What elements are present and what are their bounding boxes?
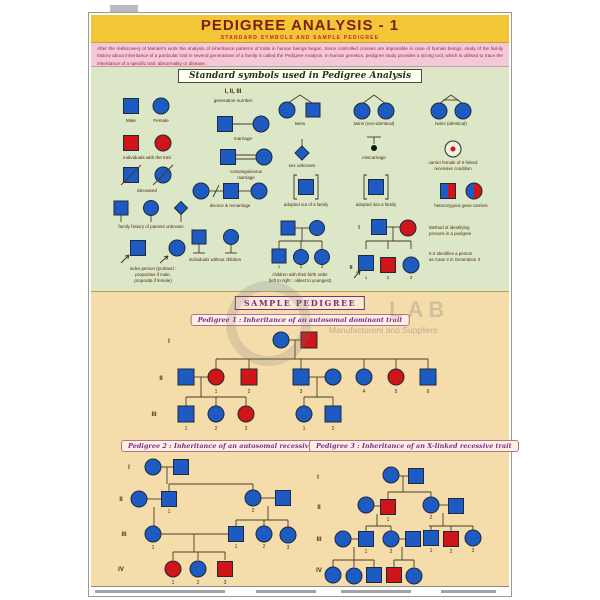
- svg-text:marriage: marriage: [237, 175, 255, 180]
- svg-text:3: 3: [300, 389, 303, 395]
- svg-text:5: 5: [395, 389, 398, 395]
- svg-text:I: I: [168, 339, 170, 345]
- svg-text:I, II, III: I, II, III: [225, 89, 242, 95]
- svg-text:3: 3: [410, 275, 413, 280]
- svg-text:recessive condition: recessive condition: [434, 166, 472, 171]
- watermark-ring: [226, 281, 311, 366]
- svg-text:1: 1: [387, 517, 390, 523]
- svg-text:I: I: [358, 225, 360, 231]
- svg-text:II: II: [159, 376, 163, 382]
- svg-text:II: II: [119, 497, 123, 503]
- svg-text:IV: IV: [316, 568, 322, 574]
- svg-text:II-2 identifies a person: II-2 identifies a person: [429, 251, 473, 256]
- footer-text-block: [256, 590, 316, 593]
- poster-subtitle: STANDARD SYMBOLS AND SAMPLE PEDIGREE: [220, 35, 380, 41]
- symbols-section-title: Standard symbols used in Pedigree Analys…: [177, 69, 423, 83]
- svg-text:1: 1: [215, 389, 218, 395]
- footer-text-block: [441, 590, 496, 593]
- svg-text:sex unknown: sex unknown: [289, 163, 316, 168]
- poster-title: PEDIGREE ANALYSIS - 1: [200, 17, 400, 34]
- svg-text:adopted out of a family: adopted out of a family: [284, 202, 329, 207]
- scan-artifact-tab: [110, 5, 138, 14]
- pedigree-analysis-poster: PEDIGREE ANALYSIS - 1 STANDARD SYMBOLS A…: [88, 12, 519, 597]
- svg-text:1: 1: [365, 549, 368, 555]
- svg-text:2: 2: [248, 389, 251, 395]
- svg-text:1: 1: [303, 426, 306, 432]
- footer-publisher-text: [95, 590, 225, 593]
- svg-text:proposita if female): proposita if female): [134, 278, 172, 283]
- svg-text:1: 1: [365, 275, 368, 280]
- poster-header: PEDIGREE ANALYSIS - 1 STANDARD SYMBOLS A…: [91, 15, 509, 43]
- svg-text:I: I: [317, 475, 319, 481]
- svg-text:Female: Female: [153, 118, 169, 123]
- svg-text:individuals with the trait: individuals with the trait: [123, 155, 171, 160]
- svg-text:carrier female of X-linked: carrier female of X-linked: [429, 160, 478, 165]
- footer-text-block: [341, 590, 411, 593]
- svg-text:individuals without children: individuals without children: [189, 257, 242, 262]
- svg-text:II: II: [317, 505, 321, 511]
- svg-text:I: I: [128, 465, 130, 471]
- svg-text:3: 3: [472, 548, 475, 554]
- svg-text:III: III: [151, 412, 156, 418]
- standard-symbols-section: Male Female individuals with the trait dece…: [91, 67, 509, 291]
- svg-text:1: 1: [152, 545, 155, 551]
- svg-text:1: 1: [168, 509, 171, 515]
- svg-text:2: 2: [430, 515, 433, 521]
- svg-text:III: III: [316, 537, 321, 543]
- publisher-footer: [91, 586, 509, 596]
- svg-text:3: 3: [224, 580, 227, 586]
- svg-text:3: 3: [321, 264, 324, 269]
- svg-text:2: 2: [390, 549, 393, 555]
- svg-text:(left to right : oldest to you: (left to right : oldest to youngest): [269, 278, 332, 283]
- svg-text:2: 2: [387, 275, 390, 280]
- svg-text:1: 1: [278, 264, 281, 269]
- svg-text:divorce & remarriage: divorce & remarriage: [210, 203, 251, 208]
- svg-text:1: 1: [185, 426, 188, 432]
- svg-text:4: 4: [363, 389, 366, 395]
- svg-text:3: 3: [287, 545, 290, 551]
- svg-text:1: 1: [172, 580, 175, 586]
- svg-text:III: III: [121, 532, 126, 538]
- svg-text:deceased: deceased: [137, 188, 157, 193]
- svg-text:2: 2: [197, 580, 200, 586]
- svg-text:index person (proband :: index person (proband :: [130, 266, 176, 271]
- svg-text:consanguineous: consanguineous: [230, 169, 263, 174]
- svg-text:miscarriage: miscarriage: [362, 155, 386, 160]
- svg-text:as Case 2 in Generation II: as Case 2 in Generation II: [429, 257, 480, 262]
- watermark-subtext: Manufacturers and Suppliers: [329, 325, 438, 335]
- pedigree-2-caption: Pedigree 2 : Inheritance of an autosomal…: [121, 440, 341, 452]
- svg-text:twins (identical): twins (identical): [435, 121, 467, 126]
- svg-text:2: 2: [450, 549, 453, 555]
- svg-text:1: 1: [430, 548, 433, 554]
- svg-text:Method of identifying: Method of identifying: [429, 225, 470, 230]
- svg-text:3: 3: [245, 426, 248, 432]
- svg-text:family history of parents unkn: family history of parents unknown: [118, 224, 184, 229]
- standard-symbols-diagram: Male Female individuals with the trait dece…: [113, 89, 488, 283]
- svg-text:twins (non-identical): twins (non-identical): [354, 121, 395, 126]
- svg-text:Male: Male: [126, 118, 136, 123]
- watermark-brand: LAB: [389, 297, 450, 322]
- svg-text:II: II: [349, 265, 353, 271]
- svg-text:adopted into a family: adopted into a family: [356, 202, 397, 207]
- svg-text:heterozygous gene carriers: heterozygous gene carriers: [434, 203, 488, 208]
- svg-text:children with their birth orde: children with their birth order: [272, 272, 328, 277]
- pedigree-3-caption: Pedigree 3 : Inheritance of an X-linked …: [309, 440, 519, 452]
- svg-text:generation number: generation number: [214, 98, 253, 103]
- svg-text:marriage: marriage: [234, 136, 253, 141]
- svg-text:2: 2: [263, 544, 266, 550]
- svg-text:2: 2: [300, 264, 303, 269]
- svg-text:2: 2: [215, 426, 218, 432]
- svg-text:propositus if male,: propositus if male,: [135, 272, 171, 277]
- svg-text:IV: IV: [118, 567, 124, 573]
- svg-text:6: 6: [427, 389, 430, 395]
- svg-text:2: 2: [332, 426, 335, 432]
- svg-text:twins: twins: [295, 121, 306, 126]
- svg-text:1: 1: [235, 544, 238, 550]
- svg-text:persons in a pedigree: persons in a pedigree: [429, 231, 472, 236]
- intro-paragraph: After the rediscovery of Mendel's work t…: [91, 43, 509, 67]
- svg-text:2: 2: [252, 508, 255, 514]
